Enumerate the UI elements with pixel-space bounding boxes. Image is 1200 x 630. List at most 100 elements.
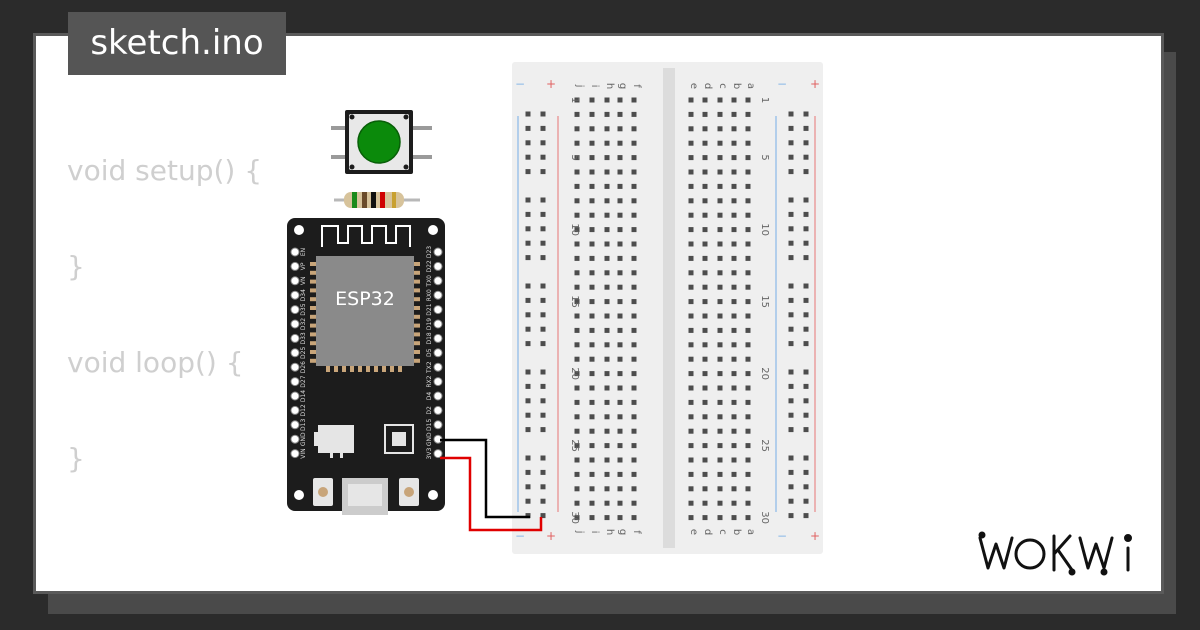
rail-hole — [540, 197, 546, 203]
pushbutton[interactable] — [331, 110, 432, 174]
rail-hole — [803, 326, 809, 332]
breadboard-hole — [617, 212, 623, 218]
rail-hole — [788, 283, 794, 289]
breadboard-hole — [717, 140, 723, 146]
breadboard-hole — [631, 342, 637, 348]
pin-header[interactable] — [290, 319, 300, 329]
breadboard-hole — [717, 111, 723, 117]
pin-header[interactable] — [433, 333, 443, 343]
pin-header[interactable] — [290, 290, 300, 300]
pin-header[interactable] — [290, 247, 300, 257]
pin-label: D34 — [300, 289, 307, 301]
breadboard-hole — [604, 155, 610, 161]
pin-header[interactable] — [290, 391, 300, 401]
breadboard-hole — [745, 97, 751, 103]
pin-header[interactable] — [290, 449, 300, 459]
breadboard-hole — [604, 126, 610, 132]
pin-header[interactable] — [290, 362, 300, 372]
pin-header[interactable] — [433, 348, 443, 358]
pin-header[interactable] — [290, 276, 300, 286]
breadboard-hole — [688, 183, 694, 189]
esp32-board[interactable]: ESP32 ENVPVND34D35D32D33D25D26D27D14D12D… — [287, 218, 445, 515]
pin-header[interactable] — [433, 362, 443, 372]
breadboard-hole — [574, 443, 580, 449]
chip-pad — [414, 358, 420, 363]
pin-header[interactable] — [433, 305, 443, 315]
breadboard-hole — [574, 471, 580, 477]
rail-hole — [803, 469, 809, 475]
breadboard-hole — [688, 284, 694, 290]
breadboard-hole — [702, 198, 708, 204]
breadboard-hole — [717, 515, 723, 521]
rail-hole — [788, 154, 794, 160]
pin-header[interactable] — [290, 434, 300, 444]
breadboard-hole — [702, 515, 708, 521]
pin-header[interactable] — [290, 333, 300, 343]
rail-hole — [525, 412, 531, 418]
usb-serial-chip-core — [392, 432, 406, 446]
breadboard-hole — [702, 255, 708, 261]
breadboard-hole — [589, 97, 595, 103]
pin-header[interactable] — [433, 377, 443, 387]
rail-hole — [788, 412, 794, 418]
pin-header[interactable] — [290, 261, 300, 271]
pin-header[interactable] — [433, 276, 443, 286]
breadboard-hole — [617, 327, 623, 333]
breadboard-hole — [717, 428, 723, 434]
breadboard-hole — [745, 198, 751, 204]
breadboard-hole — [604, 198, 610, 204]
chip-pad — [414, 297, 420, 302]
resistor[interactable] — [334, 192, 420, 208]
breadboard-hole — [745, 183, 751, 189]
wire-gnd[interactable] — [440, 438, 530, 519]
breadboard-hole — [589, 471, 595, 477]
pin-header[interactable] — [290, 305, 300, 315]
breadboard-hole — [702, 169, 708, 175]
pin-header[interactable] — [433, 290, 443, 300]
breadboard-hole — [574, 126, 580, 132]
breadboard-hole — [604, 471, 610, 477]
breadboard-hole — [688, 111, 694, 117]
rail-hole — [803, 197, 809, 203]
pin-header[interactable] — [290, 348, 300, 358]
breadboard-hole — [617, 457, 623, 463]
button-corner — [349, 164, 355, 170]
breadboard-hole — [688, 371, 694, 377]
wokwi-logo[interactable] — [976, 524, 1152, 580]
pin-label: GND — [300, 432, 307, 446]
pin-label: EN — [300, 248, 307, 256]
button-corner — [403, 114, 409, 120]
chip-pad — [414, 323, 420, 328]
regulator-lead — [330, 453, 333, 458]
rail-hole — [788, 255, 794, 261]
breadboard-hole — [631, 212, 637, 218]
breadboard-hole — [745, 515, 751, 521]
wire-3v3[interactable] — [440, 456, 543, 532]
pin-header[interactable] — [433, 391, 443, 401]
pin-header[interactable] — [433, 261, 443, 271]
breadboard-hole — [604, 457, 610, 463]
filename-tab[interactable]: sketch.ino — [68, 12, 286, 75]
breadboard-hole — [631, 443, 637, 449]
breadboard-hole — [604, 140, 610, 146]
pin-header[interactable] — [290, 377, 300, 387]
rail-hole — [525, 154, 531, 160]
chip-pad — [350, 366, 354, 372]
rail-hole — [525, 484, 531, 490]
breadboard-hole — [702, 183, 708, 189]
breadboard-hole — [731, 399, 737, 405]
pin-header[interactable] — [433, 247, 443, 257]
pin-header[interactable] — [433, 420, 443, 430]
pin-header[interactable] — [433, 449, 443, 459]
breadboard-hole — [631, 111, 637, 117]
pin-header[interactable] — [433, 319, 443, 329]
column-label: e — [688, 529, 699, 535]
breadboard-hole — [631, 500, 637, 506]
breadboard-hole — [589, 515, 595, 521]
pin-header[interactable] — [433, 405, 443, 415]
pin-header[interactable] — [290, 420, 300, 430]
pin-header[interactable] — [290, 405, 300, 415]
breadboard-hole — [702, 212, 708, 218]
